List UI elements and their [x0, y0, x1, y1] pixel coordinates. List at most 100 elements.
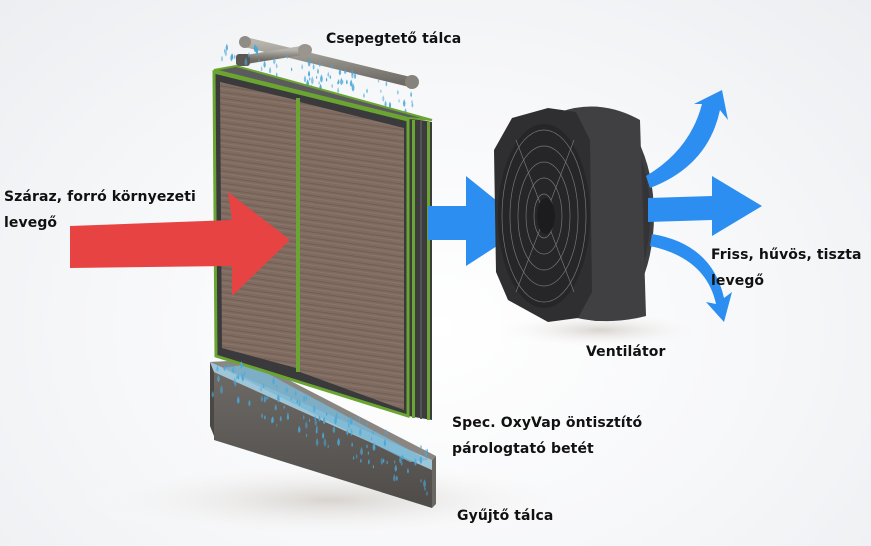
- water-droplet: [410, 91, 413, 98]
- water-droplet: [402, 99, 406, 108]
- water-droplet: [221, 55, 224, 62]
- water-droplet: [285, 386, 289, 394]
- label-pad-line2: párologtató betét: [452, 441, 594, 457]
- water-droplet: [358, 427, 362, 436]
- water-droplets-bottom: [211, 361, 429, 496]
- water-droplet: [344, 69, 346, 74]
- water-droplet: [380, 457, 384, 465]
- water-droplet: [223, 48, 226, 53]
- water-droplet: [327, 71, 330, 78]
- water-droplet: [303, 75, 307, 83]
- water-droplet: [231, 365, 235, 374]
- water-droplet: [298, 399, 301, 407]
- label-fresh-air-line1: Friss, hűvös, tiszta: [711, 247, 862, 263]
- water-droplet: [270, 417, 273, 424]
- water-droplet: [326, 411, 328, 416]
- water-droplet: [424, 448, 428, 457]
- water-droplet: [274, 404, 277, 411]
- label-drip-tray: Csepegtető tálca: [326, 26, 461, 52]
- water-droplet: [237, 373, 240, 380]
- cool-air-arrows-out: [646, 90, 762, 322]
- water-droplet: [380, 89, 382, 94]
- evaporative-pad: [212, 64, 433, 420]
- water-droplet: [290, 67, 293, 72]
- water-droplet: [279, 415, 282, 422]
- water-droplet: [355, 416, 357, 420]
- water-droplet: [372, 442, 376, 452]
- water-droplet: [367, 458, 370, 465]
- water-droplet: [355, 453, 358, 459]
- water-droplet: [360, 458, 362, 463]
- water-droplet: [370, 436, 373, 441]
- water-droplet: [345, 79, 348, 85]
- water-droplet: [240, 361, 243, 369]
- water-droplet: [318, 61, 321, 68]
- water-droplet: [267, 395, 269, 400]
- water-droplet: [419, 455, 423, 465]
- water-droplet: [260, 395, 264, 403]
- water-droplet: [273, 56, 276, 65]
- water-droplet: [260, 386, 262, 392]
- water-droplet: [338, 68, 342, 76]
- water-droplet: [322, 416, 326, 425]
- water-droplet: [342, 79, 344, 84]
- water-droplet: [283, 404, 285, 409]
- water-droplet: [401, 454, 404, 460]
- label-fresh-air: Friss, hűvös, tiszta levegő: [711, 242, 871, 294]
- water-droplet: [320, 74, 323, 83]
- water-droplet: [366, 421, 368, 426]
- label-pad-line1: Spec. OxyVap öntisztító: [452, 415, 643, 431]
- water-droplet: [423, 479, 426, 488]
- water-droplet: [226, 363, 229, 368]
- water-droplet: [420, 444, 422, 450]
- water-droplet: [325, 77, 328, 82]
- water-droplet: [372, 464, 375, 469]
- water-droplet: [363, 92, 365, 98]
- label-fan: Ventilátor: [586, 339, 665, 365]
- water-droplet: [315, 437, 319, 447]
- water-droplet: [247, 51, 250, 58]
- water-droplet: [318, 80, 320, 85]
- water-droplet: [317, 68, 319, 75]
- label-collector-tray: Gyűjtő tálca: [457, 503, 553, 529]
- label-fresh-air-line2: levegő: [711, 273, 765, 289]
- hot-air-arrow: [70, 192, 290, 296]
- water-droplet: [262, 382, 265, 389]
- water-droplet: [353, 72, 357, 80]
- water-droplet: [399, 455, 402, 464]
- water-droplet: [395, 475, 398, 481]
- water-droplet: [351, 71, 354, 79]
- cool-air-arrow-middle: [428, 176, 528, 266]
- water-droplet: [310, 76, 314, 85]
- water-droplet: [337, 80, 339, 85]
- water-droplet: [367, 450, 369, 455]
- label-collector-tray-text: Gyűjtő tálca: [457, 508, 554, 524]
- water-droplet: [263, 60, 266, 68]
- water-droplet: [397, 89, 399, 95]
- water-droplet: [258, 58, 260, 63]
- water-droplet: [261, 412, 263, 419]
- water-droplet: [329, 74, 332, 80]
- fan: [494, 106, 654, 322]
- water-droplet: [360, 446, 363, 456]
- label-drip-tray-text: Csepegtető tálca: [326, 31, 462, 47]
- water-droplet: [407, 468, 409, 474]
- water-droplet: [264, 414, 266, 420]
- water-droplet: [302, 414, 305, 420]
- water-droplet: [351, 442, 353, 447]
- water-droplet: [349, 416, 353, 426]
- label-hot-air: Száraz, forró környezeti levegő: [4, 184, 204, 236]
- water-droplet: [268, 66, 272, 74]
- water-droplet: [275, 72, 278, 77]
- water-droplet: [347, 418, 349, 423]
- water-droplet: [382, 458, 385, 464]
- water-droplet: [366, 88, 368, 94]
- water-droplet: [382, 95, 385, 102]
- water-droplet: [358, 416, 360, 422]
- water-droplet: [350, 428, 353, 437]
- water-droplet: [308, 418, 311, 423]
- water-droplet: [323, 437, 327, 447]
- cool-air-arrow-straight: [648, 176, 762, 236]
- water-droplet: [294, 390, 297, 397]
- water-droplet: [318, 415, 321, 422]
